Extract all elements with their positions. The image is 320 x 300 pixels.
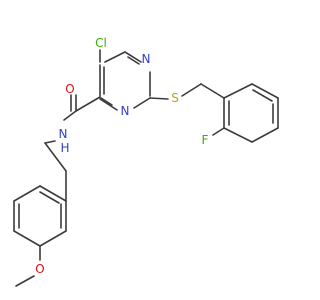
bond [100, 97, 113, 106]
bond [124, 51, 142, 63]
ring-nitrogen-top-label: N [142, 52, 151, 66]
ring-nitrogen-bottom-label: N [121, 104, 130, 118]
bond [133, 97, 151, 109]
bond [251, 127, 279, 143]
bond [149, 97, 169, 100]
bond [75, 96, 101, 112]
bond [15, 275, 35, 287]
bond [13, 185, 41, 202]
bond [39, 191, 60, 204]
bond [44, 142, 67, 172]
bond [13, 230, 41, 247]
atom-labels: Cl N N S F O N H O [35, 36, 208, 276]
bond [223, 127, 253, 143]
carbonyl-oxygen-label: O [65, 82, 74, 96]
bond [181, 83, 202, 97]
bond [223, 83, 253, 99]
amide-hydrogen-label: H [60, 141, 69, 155]
bond [212, 127, 225, 136]
bond [127, 56, 140, 65]
bond [251, 83, 279, 99]
amide-nitrogen-label: N [59, 127, 68, 141]
methoxy-oxygen-label: O [35, 262, 44, 276]
bond [104, 51, 126, 63]
bond [99, 98, 118, 111]
molecule-structure: Cl N N S F O N H O [13, 36, 279, 287]
bond [252, 89, 273, 102]
chlorine-label: Cl [95, 36, 107, 50]
bond [63, 110, 77, 121]
bond [39, 185, 67, 202]
fluorine-label: F [202, 133, 209, 147]
bond [39, 230, 67, 247]
bond [44, 140, 56, 144]
sulfur-label: S [171, 91, 179, 105]
bond [200, 83, 225, 99]
bonds [13, 49, 279, 287]
